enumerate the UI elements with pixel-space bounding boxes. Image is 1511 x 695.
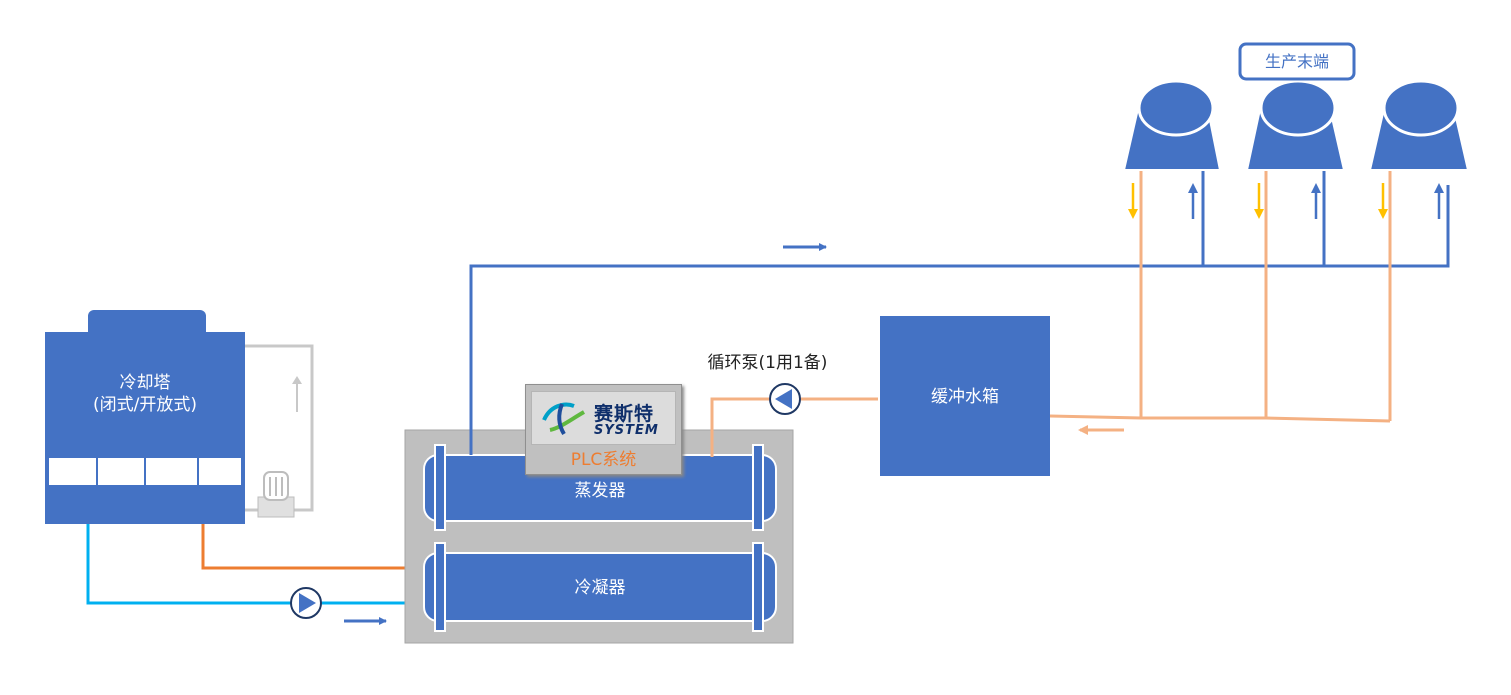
plc-panel: 赛斯特 SYSTEM PLC系统 xyxy=(525,384,682,475)
cooling-tower-title: 冷却塔 xyxy=(119,373,171,393)
logo-icon xyxy=(542,402,585,436)
plc-logo-plate: 赛斯特 SYSTEM xyxy=(531,391,676,445)
cooling-tower-body xyxy=(45,332,245,524)
downflow-arrow-icon xyxy=(1128,183,1388,219)
evaporator xyxy=(423,444,777,531)
brand-name-cn: 赛斯特 xyxy=(594,403,655,425)
circulation-pump-icon xyxy=(769,383,801,415)
hot-cooling-water-line xyxy=(201,524,425,570)
production-end-label: 生产末端 xyxy=(1264,52,1329,71)
evaporator-label: 蒸发器 xyxy=(574,481,626,501)
cold-cooling-water-line xyxy=(86,524,425,605)
return-flow-arrow-icon xyxy=(1078,425,1088,435)
chilled-water-supply-line xyxy=(469,185,1450,455)
cooling-tower-label: 冷却塔 (闭式/开放式) xyxy=(45,372,245,416)
production-end-unit-3 xyxy=(1368,79,1470,171)
production-end-unit-1 xyxy=(1122,79,1222,171)
cooling-tower-subtitle: (闭式/开放式) xyxy=(93,395,197,415)
upflow-arrow-icon xyxy=(1188,183,1444,219)
circulation-pump-label: 循环泵(1用1备) xyxy=(707,353,828,373)
buffer-tank-label: 缓冲水箱 xyxy=(931,387,999,407)
condenser xyxy=(423,542,777,632)
spray-flow-arrow-icon xyxy=(292,376,302,384)
production-end-unit-2 xyxy=(1245,79,1346,171)
cooling-tower xyxy=(45,310,245,524)
condenser-label: 冷凝器 xyxy=(574,578,626,598)
spray-water-loop xyxy=(245,344,314,518)
chilled-water-return-lines xyxy=(710,165,1392,457)
production-end-label-box xyxy=(1238,42,1356,81)
buffer-tank xyxy=(880,316,1050,476)
brand-name-en: SYSTEM xyxy=(594,423,659,438)
plc-system-label: PLC系统 xyxy=(570,450,637,470)
spray-pump-fan-icon xyxy=(257,471,295,518)
cooling-pump-icon xyxy=(290,587,322,619)
